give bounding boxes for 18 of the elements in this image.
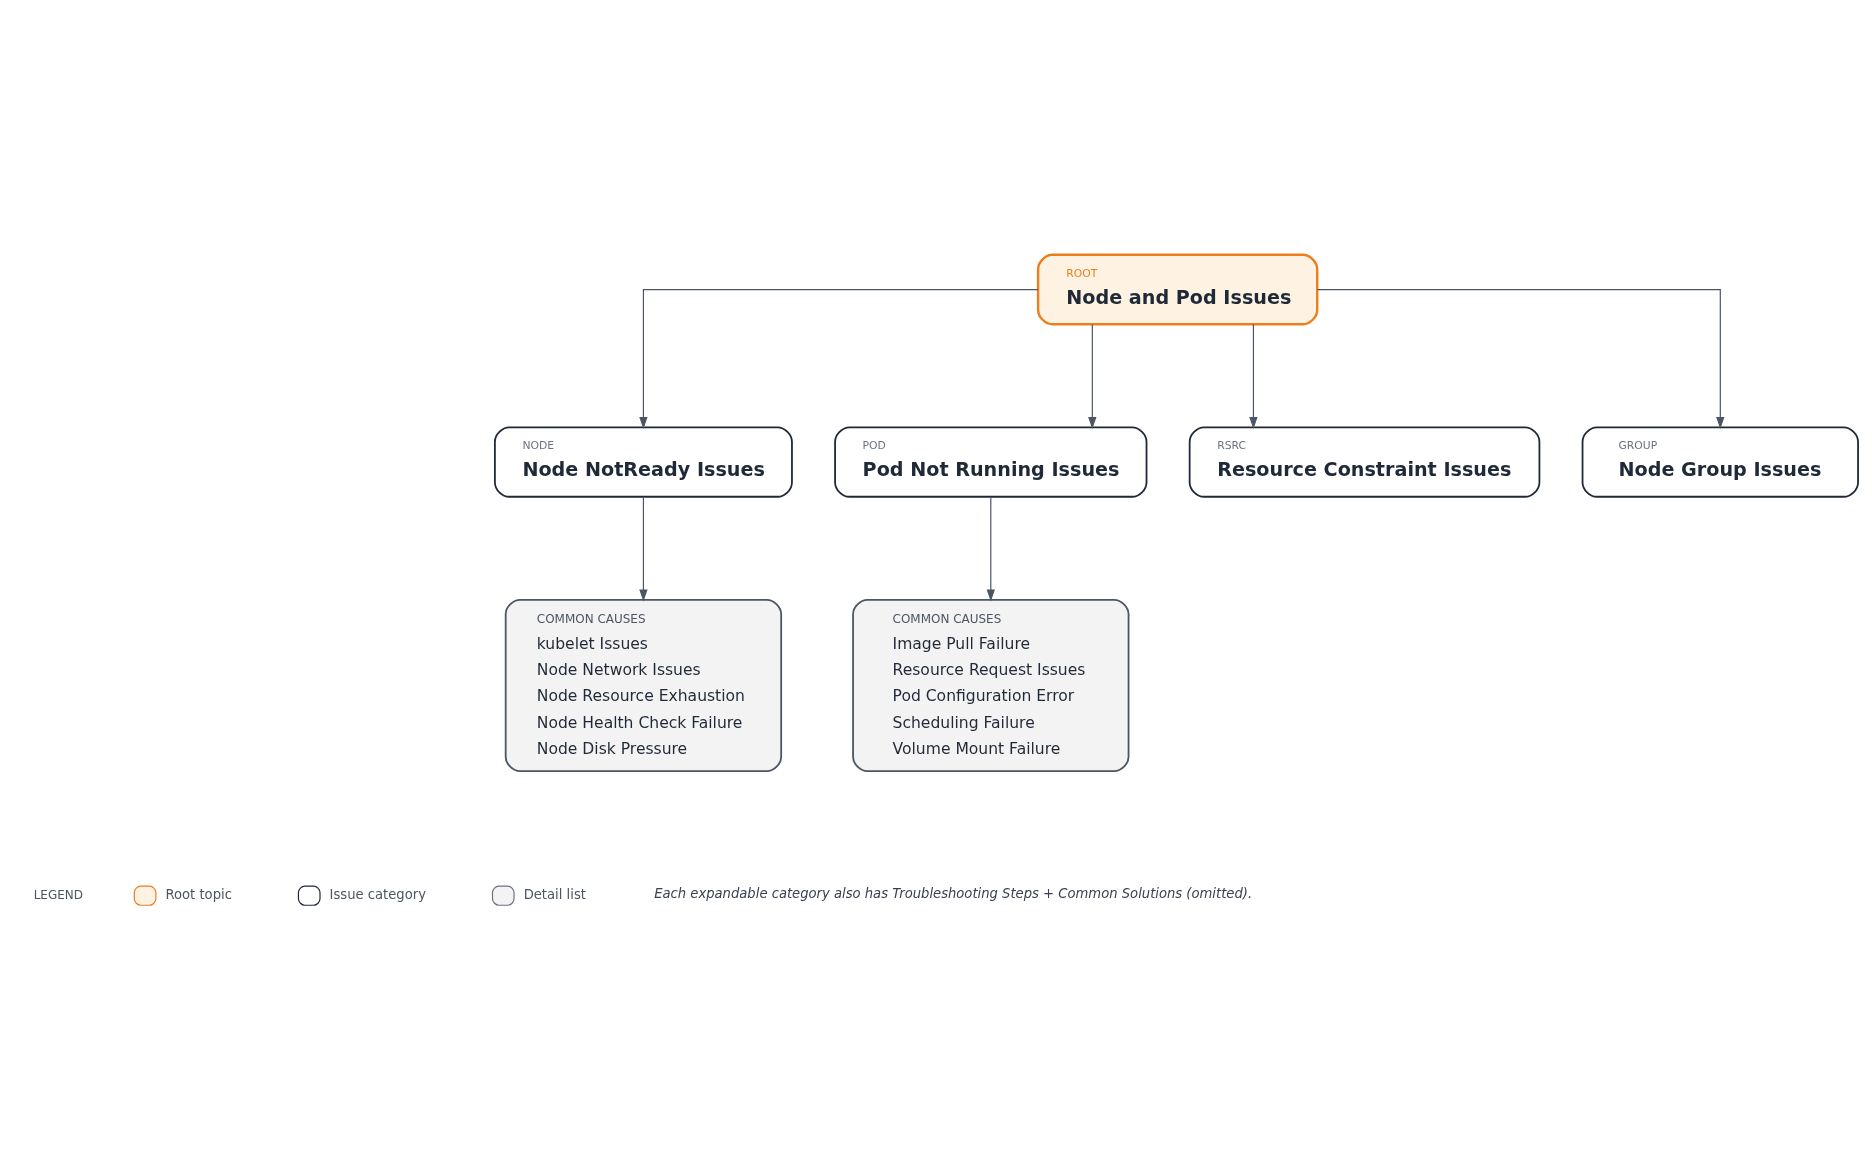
node-box: COMMON CAUSES Image Pull Failure Resource Request Issues Pod Configuration Error Scheduling Failure Volume Mount Failure [852,598,1130,772]
arrow [1316,288,1725,429]
arrow [986,496,995,602]
arrow [1249,323,1258,429]
legend-label: Detail list [523,887,586,902]
arrow [639,496,648,602]
legend-label: Issue category [329,887,426,902]
legend-label: Root topic [165,887,232,902]
arrow [1088,323,1097,429]
label: Each expandable category also has Troubleshooting Steps + Common Solutions (omitted). [654,885,1253,901]
arrow [639,288,1039,429]
label: LEGEND [33,887,83,902]
node-box: NODE Node NotReady Issues [494,426,793,498]
node-box: RSRC Resource Constraint Issues [1188,426,1541,498]
node-box: POD Pod Not Running Issues [834,426,1148,498]
node-box: ROOT Node and Pod Issues [1036,253,1319,326]
node-box: COMMON CAUSES kubelet Issues Node Network Issues Node Resource Exhaustion Node Health Check Failure Node Disk Pressure [504,598,783,772]
node-box: GROUP Node Group Issues [1581,426,1859,498]
